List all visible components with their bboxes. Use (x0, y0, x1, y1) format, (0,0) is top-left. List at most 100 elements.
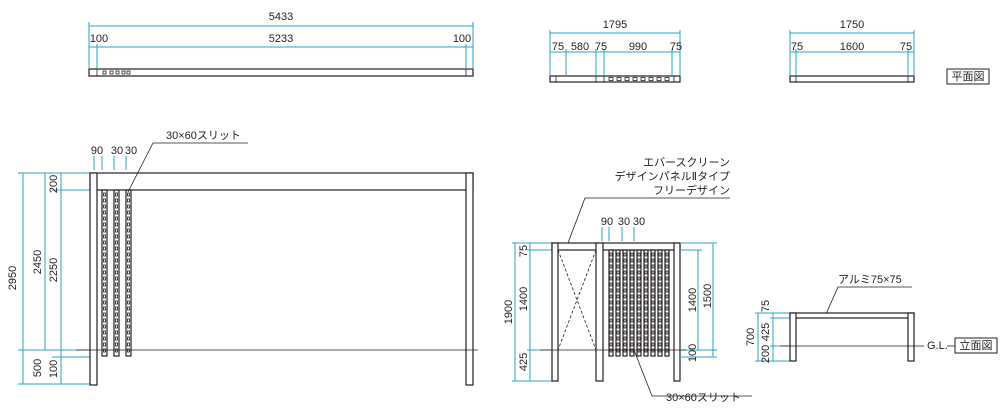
slit-hole (637, 306, 641, 311)
slit-hole (103, 288, 106, 293)
slit-hole (127, 234, 130, 239)
slit-hole (609, 264, 613, 269)
slit-hole (609, 318, 613, 323)
slit-hole (103, 312, 106, 317)
slit-hole (115, 324, 118, 329)
slit-hole (127, 204, 130, 209)
slit-hole (609, 306, 613, 311)
slit-hole (115, 264, 118, 269)
slit-hole (127, 252, 130, 257)
front-h2450: 2450 (32, 250, 44, 274)
slit-hole (103, 264, 106, 269)
slit-hole (103, 222, 106, 227)
slit-hole (658, 282, 662, 287)
slit-hole (115, 198, 118, 203)
slit-hole (644, 348, 648, 353)
slit-hole (651, 312, 655, 317)
slit-hole (115, 330, 118, 335)
slit-hole (103, 348, 106, 353)
slit-hole (665, 270, 669, 275)
slit-hole (609, 270, 613, 275)
slit-hole (115, 342, 118, 347)
slit-hole (665, 294, 669, 299)
slit-hole (115, 318, 118, 323)
slit-hole (616, 258, 620, 263)
slit-hole (665, 276, 669, 281)
slit-hole (115, 192, 118, 197)
slit-hole (616, 342, 620, 347)
slit-hole (658, 330, 662, 335)
slit-hole (103, 246, 106, 251)
slit-hole (115, 228, 118, 233)
slit-hole (637, 348, 641, 353)
slit-hole (616, 282, 620, 287)
slit-hole (665, 330, 669, 335)
slit-hole (127, 300, 130, 305)
slit-hole (115, 276, 118, 281)
slit-hole (630, 270, 634, 275)
slit-hole (644, 282, 648, 287)
slit-hole (609, 294, 613, 299)
slit-hole (103, 324, 106, 329)
slit-hole (616, 288, 620, 293)
slit-hole (651, 306, 655, 311)
slit-hole (103, 240, 106, 245)
slit-hole (115, 270, 118, 275)
slit-hole (630, 288, 634, 293)
slit-hole (637, 276, 641, 281)
slit-hole (665, 306, 669, 311)
plan-mid-d: 990 (629, 41, 647, 53)
elev-h700: 700 (745, 328, 757, 346)
slit-hole (623, 348, 627, 353)
slit-hole (616, 348, 620, 353)
side-r1400: 1400 (687, 288, 699, 312)
slit-hole (665, 300, 669, 305)
slit-hole (609, 300, 613, 305)
slit-hole (103, 270, 106, 275)
slit-hole (651, 258, 655, 263)
slit-hole (665, 312, 669, 317)
slit-hole (665, 252, 669, 257)
slit-hole (115, 210, 118, 215)
slit-hole (644, 270, 648, 275)
front-h2250: 2250 (48, 258, 60, 282)
slit-hole (658, 270, 662, 275)
slit-hole (644, 312, 648, 317)
slit-hole (651, 318, 655, 323)
slit-hole (630, 324, 634, 329)
slit-hole (658, 312, 662, 317)
slit-hole (115, 216, 118, 221)
slit-hole (637, 318, 641, 323)
slit-hole (630, 258, 634, 263)
slit-hole (616, 300, 620, 305)
slit-hole (127, 222, 130, 227)
slit-hole (115, 234, 118, 239)
plan-short-total: 1750 (840, 19, 864, 31)
slit-hole (623, 258, 627, 263)
slit-hole (127, 264, 130, 269)
slit-hole (665, 348, 669, 353)
slit-hole (637, 258, 641, 263)
slit-hole (127, 282, 130, 287)
slit-hole (623, 282, 627, 287)
slit-hole (658, 318, 662, 323)
slit-hole (630, 318, 634, 323)
slit-hole (658, 288, 662, 293)
elev-gl: G.L. (927, 340, 948, 352)
slit-hole (658, 294, 662, 299)
slit-hole (658, 336, 662, 341)
slit-hole (630, 330, 634, 335)
slit-hole (103, 342, 106, 347)
slit-hole (623, 264, 627, 269)
slit-hole (630, 276, 634, 281)
slit-hole (115, 258, 118, 263)
slit-hole (644, 300, 648, 305)
slit-hole (127, 210, 130, 215)
slit-hole (115, 312, 118, 317)
slit-hole (127, 228, 130, 233)
slit-hole (637, 330, 641, 335)
slit-hole (609, 330, 613, 335)
slit-hole (637, 282, 641, 287)
slit-hole (630, 294, 634, 299)
